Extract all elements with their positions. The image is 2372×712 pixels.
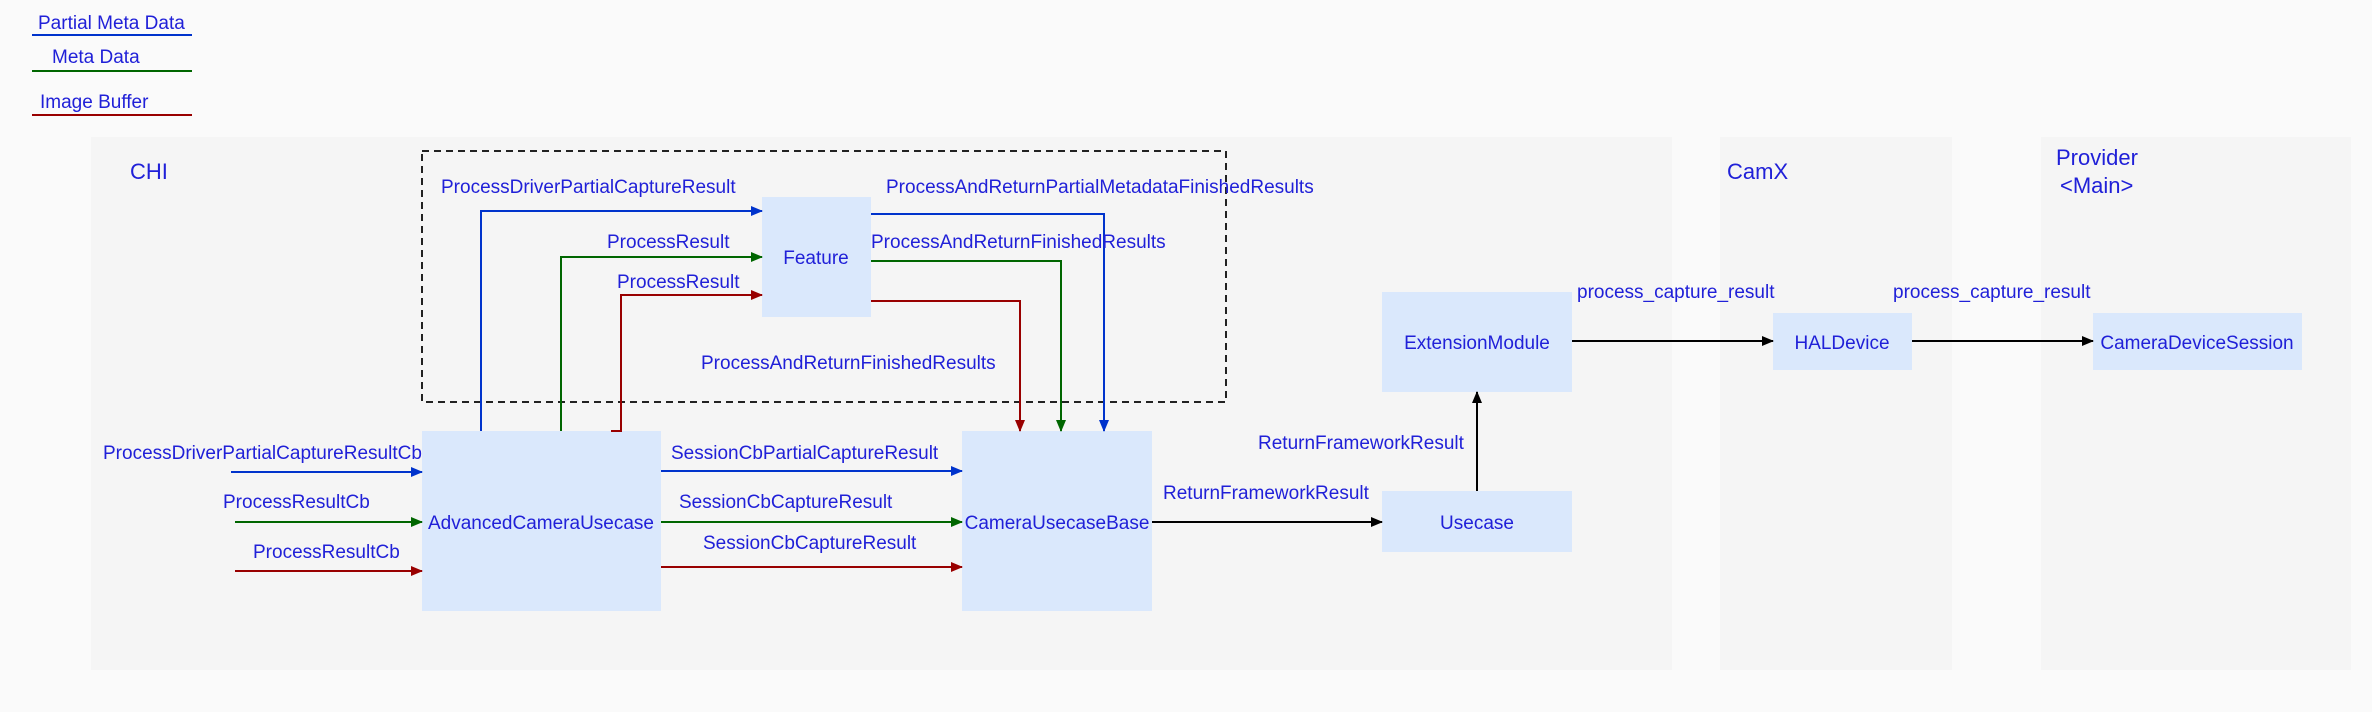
node-camera-usecase-base[interactable] [962, 431, 1152, 611]
feature-group-dashed-box [421, 150, 1227, 403]
edge-label-return-finished-image: ProcessAndReturnFinishedResults [701, 353, 996, 374]
edge-label-in-meta-cb: ProcessResultCb [223, 492, 370, 513]
edge-label-session-partial: SessionCbPartialCaptureResult [671, 443, 939, 464]
edge-advanced-to-feature-meta [560, 252, 763, 431]
legend: Partial Meta Data Meta Data Image Buffer [32, 13, 192, 116]
region-provider-label: Provider [2056, 145, 2138, 170]
legend-partial-meta-label: Partial Meta Data [38, 13, 185, 34]
edge-advanced-to-feature-partial [480, 206, 763, 431]
edge-feature-to-base-partial [871, 213, 1109, 432]
node-feature-label: Feature [783, 248, 848, 269]
legend-meta-label: Meta Data [52, 47, 140, 68]
node-extension-module[interactable] [1382, 292, 1572, 392]
node-extension-label: ExtensionModule [1404, 333, 1550, 354]
edge-label-session-image: SessionCbCaptureResult [703, 533, 917, 554]
node-feature[interactable] [762, 197, 871, 317]
edge-feature-to-base-image [871, 300, 1025, 432]
edge-label-process-capture-2: process_capture_result [1893, 282, 2091, 303]
node-advanced-camera-usecase[interactable] [422, 431, 661, 611]
legend-image-buffer-label: Image Buffer [40, 92, 149, 113]
edge-label-in-partial-cb: ProcessDriverPartialCaptureResultCb [103, 443, 422, 464]
edge-label-in-image-cb: ProcessResultCb [253, 542, 400, 563]
node-haldevice-label: HALDevice [1794, 333, 1889, 354]
node-usecase-label: Usecase [1440, 513, 1514, 534]
node-base-label: CameraUsecaseBase [965, 513, 1150, 534]
region-provider [2041, 137, 2351, 670]
node-camera-device-session[interactable] [2093, 313, 2302, 370]
edge-label-session-meta: SessionCbCaptureResult [679, 492, 893, 513]
edge-feature-to-base-meta [871, 260, 1066, 432]
edge-label-process-result-meta: ProcessResult [607, 232, 730, 253]
edge-label-return-finished-meta: ProcessAndReturnFinishedResults [871, 232, 1166, 253]
region-chi [91, 137, 1672, 670]
edge-advanced-to-feature-image [611, 290, 763, 432]
region-chi-label: CHI [130, 159, 168, 184]
node-advanced-label: AdvancedCameraUsecase [428, 513, 654, 534]
region-camx-label: CamX [1727, 159, 1788, 184]
edge-label-return-framework-2: ReturnFrameworkResult [1163, 483, 1370, 504]
edge-label-process-capture-1: process_capture_result [1577, 282, 1775, 303]
edge-label-process-driver-partial: ProcessDriverPartialCaptureResult [441, 177, 736, 198]
edge-label-return-framework-1: ReturnFrameworkResult [1258, 433, 1465, 454]
node-session-label: CameraDeviceSession [2100, 333, 2293, 354]
region-provider-sublabel: <Main> [2060, 173, 2133, 198]
region-camx [1720, 137, 1952, 670]
edge-label-return-partial-finished: ProcessAndReturnPartialMetadataFinishedR… [886, 177, 1314, 198]
node-usecase[interactable] [1382, 491, 1572, 552]
edge-label-process-result-image: ProcessResult [617, 272, 740, 293]
node-haldevice[interactable] [1773, 313, 1912, 370]
